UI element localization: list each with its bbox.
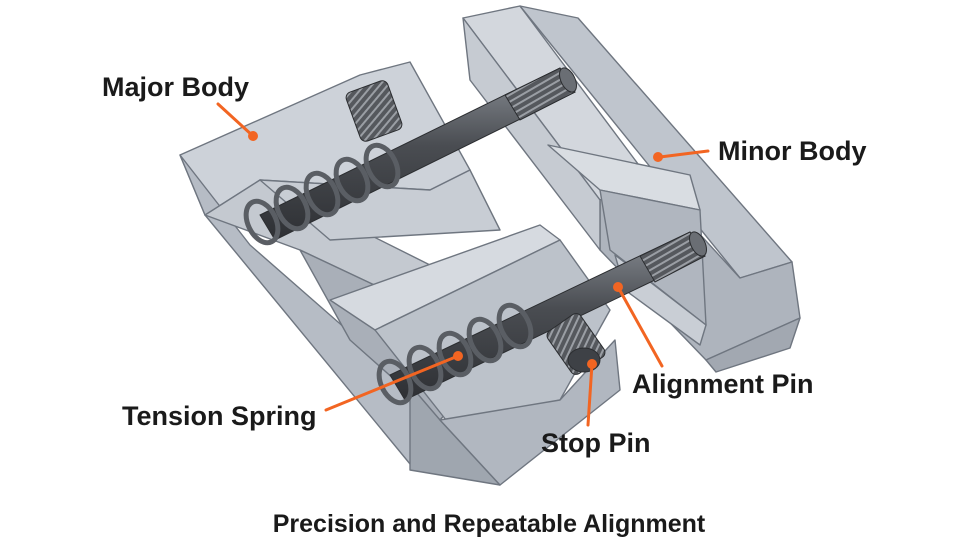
callout-major-body: Major Body: [102, 72, 258, 141]
diagram-caption: Precision and Repeatable Alignment: [273, 510, 706, 538]
minor-body: [462, 5, 801, 373]
label-alignment-pin: Alignment Pin: [632, 369, 814, 399]
label-stop-pin: Stop Pin: [541, 428, 651, 458]
label-minor-body: Minor Body: [718, 136, 867, 166]
label-tension-spring: Tension Spring: [122, 401, 317, 431]
callout-alignment-pin: Alignment Pin: [613, 282, 814, 399]
callout-stop-pin: Stop Pin: [541, 359, 651, 458]
label-major-body: Major Body: [102, 72, 249, 102]
callout-tension-spring: Tension Spring: [122, 351, 463, 431]
callout-minor-body: Minor Body: [653, 136, 867, 166]
upper-tension-spring: [243, 142, 401, 246]
